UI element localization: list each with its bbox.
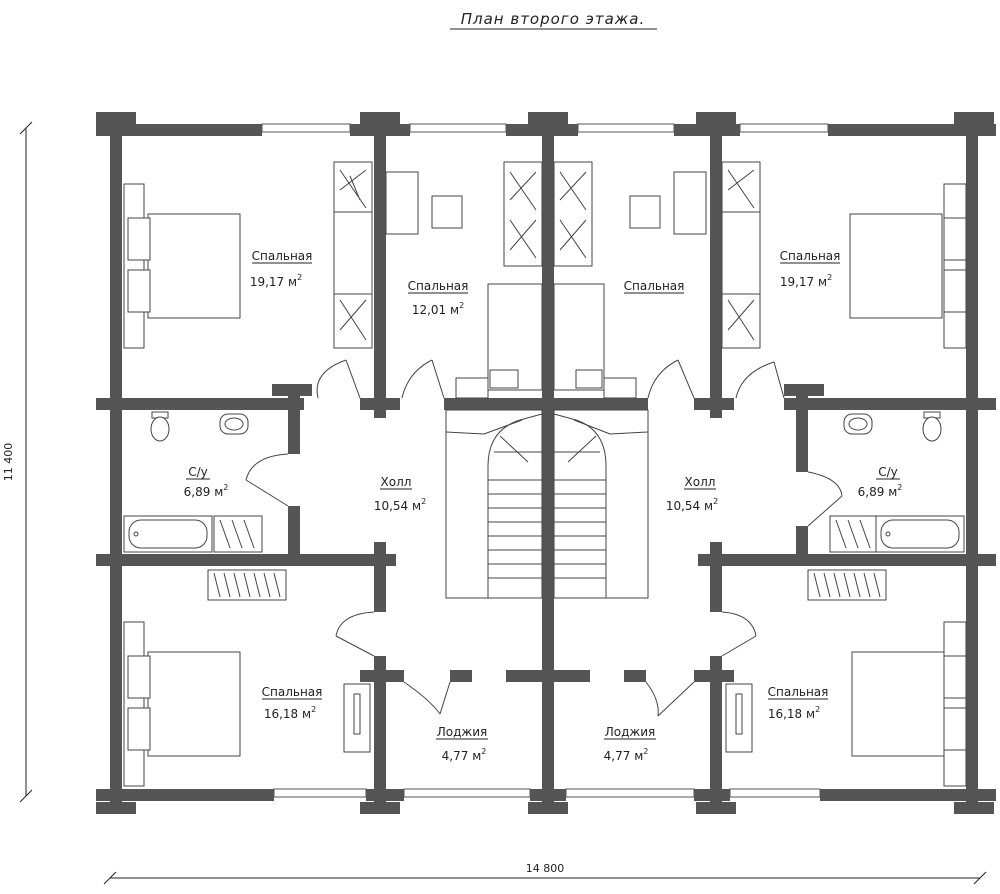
- svg-text:Лоджия: Лоджия: [437, 725, 488, 739]
- svg-text:Холл: Холл: [685, 475, 716, 489]
- svg-text:Спальная: Спальная: [780, 249, 841, 263]
- room-bathroom-1: С/у 6,89 м2: [184, 465, 229, 499]
- room-labels: Спальная 19,17 м2 Спальная 12,01 м2 Спал…: [184, 249, 903, 763]
- room-bedroom-5: Спальная 16,18 м2: [262, 685, 323, 721]
- svg-text:12,01 м2: 12,01 м2: [412, 301, 464, 317]
- room-bedroom-4: Спальная 19,17 м2: [780, 249, 841, 289]
- wardrobes: [207, 161, 887, 753]
- beds: [123, 183, 967, 787]
- height-label: 11 400: [2, 443, 15, 482]
- room-bedroom-2: Спальная 12,01 м2: [408, 279, 469, 317]
- plan-title: План второго этажа.: [461, 10, 646, 28]
- svg-text:19,17 м2: 19,17 м2: [250, 273, 302, 289]
- room-hall-1: Холл 10,54 м2: [374, 475, 426, 513]
- walls: [96, 112, 996, 814]
- svg-text:6,89 м2: 6,89 м2: [184, 483, 229, 499]
- svg-text:Спальная: Спальная: [624, 279, 685, 293]
- room-loggia-2: Лоджия 4,77 м2: [604, 725, 656, 763]
- room-bedroom-3: Спальная: [624, 279, 685, 294]
- svg-text:Холл: Холл: [381, 475, 412, 489]
- svg-text:10,54 м2: 10,54 м2: [666, 497, 718, 513]
- svg-text:4,77 м2: 4,77 м2: [604, 747, 649, 763]
- svg-text:Спальная: Спальная: [408, 279, 469, 293]
- width-dimension: 14 800: [103, 862, 987, 885]
- svg-text:Спальная: Спальная: [768, 685, 829, 699]
- bathroom-fixtures: [123, 411, 965, 553]
- svg-text:16,18 м2: 16,18 м2: [768, 705, 820, 721]
- width-label: 14 800: [526, 862, 565, 875]
- svg-text:Спальная: Спальная: [252, 249, 313, 263]
- svg-text:16,18 м2: 16,18 м2: [264, 705, 316, 721]
- svg-text:6,89 м2: 6,89 м2: [858, 483, 903, 499]
- svg-text:10,54 м2: 10,54 м2: [374, 497, 426, 513]
- svg-text:Спальная: Спальная: [262, 685, 323, 699]
- svg-text:С/у: С/у: [188, 465, 208, 479]
- svg-text:19,17 м2: 19,17 м2: [780, 273, 832, 289]
- door-swings: [245, 359, 843, 717]
- svg-text:С/у: С/у: [878, 465, 898, 479]
- staircases: [445, 409, 649, 599]
- svg-text:4,77 м2: 4,77 м2: [442, 747, 487, 763]
- room-bedroom-1: Спальная 19,17 м2: [250, 249, 313, 289]
- room-bathroom-2: С/у 6,89 м2: [858, 465, 903, 499]
- height-dimension: 11 400: [2, 121, 33, 803]
- room-hall-2: Холл 10,54 м2: [666, 475, 718, 513]
- svg-text:Лоджия: Лоджия: [605, 725, 656, 739]
- room-bedroom-6: Спальная 16,18 м2: [768, 685, 829, 721]
- room-loggia-1: Лоджия 4,77 м2: [436, 725, 488, 763]
